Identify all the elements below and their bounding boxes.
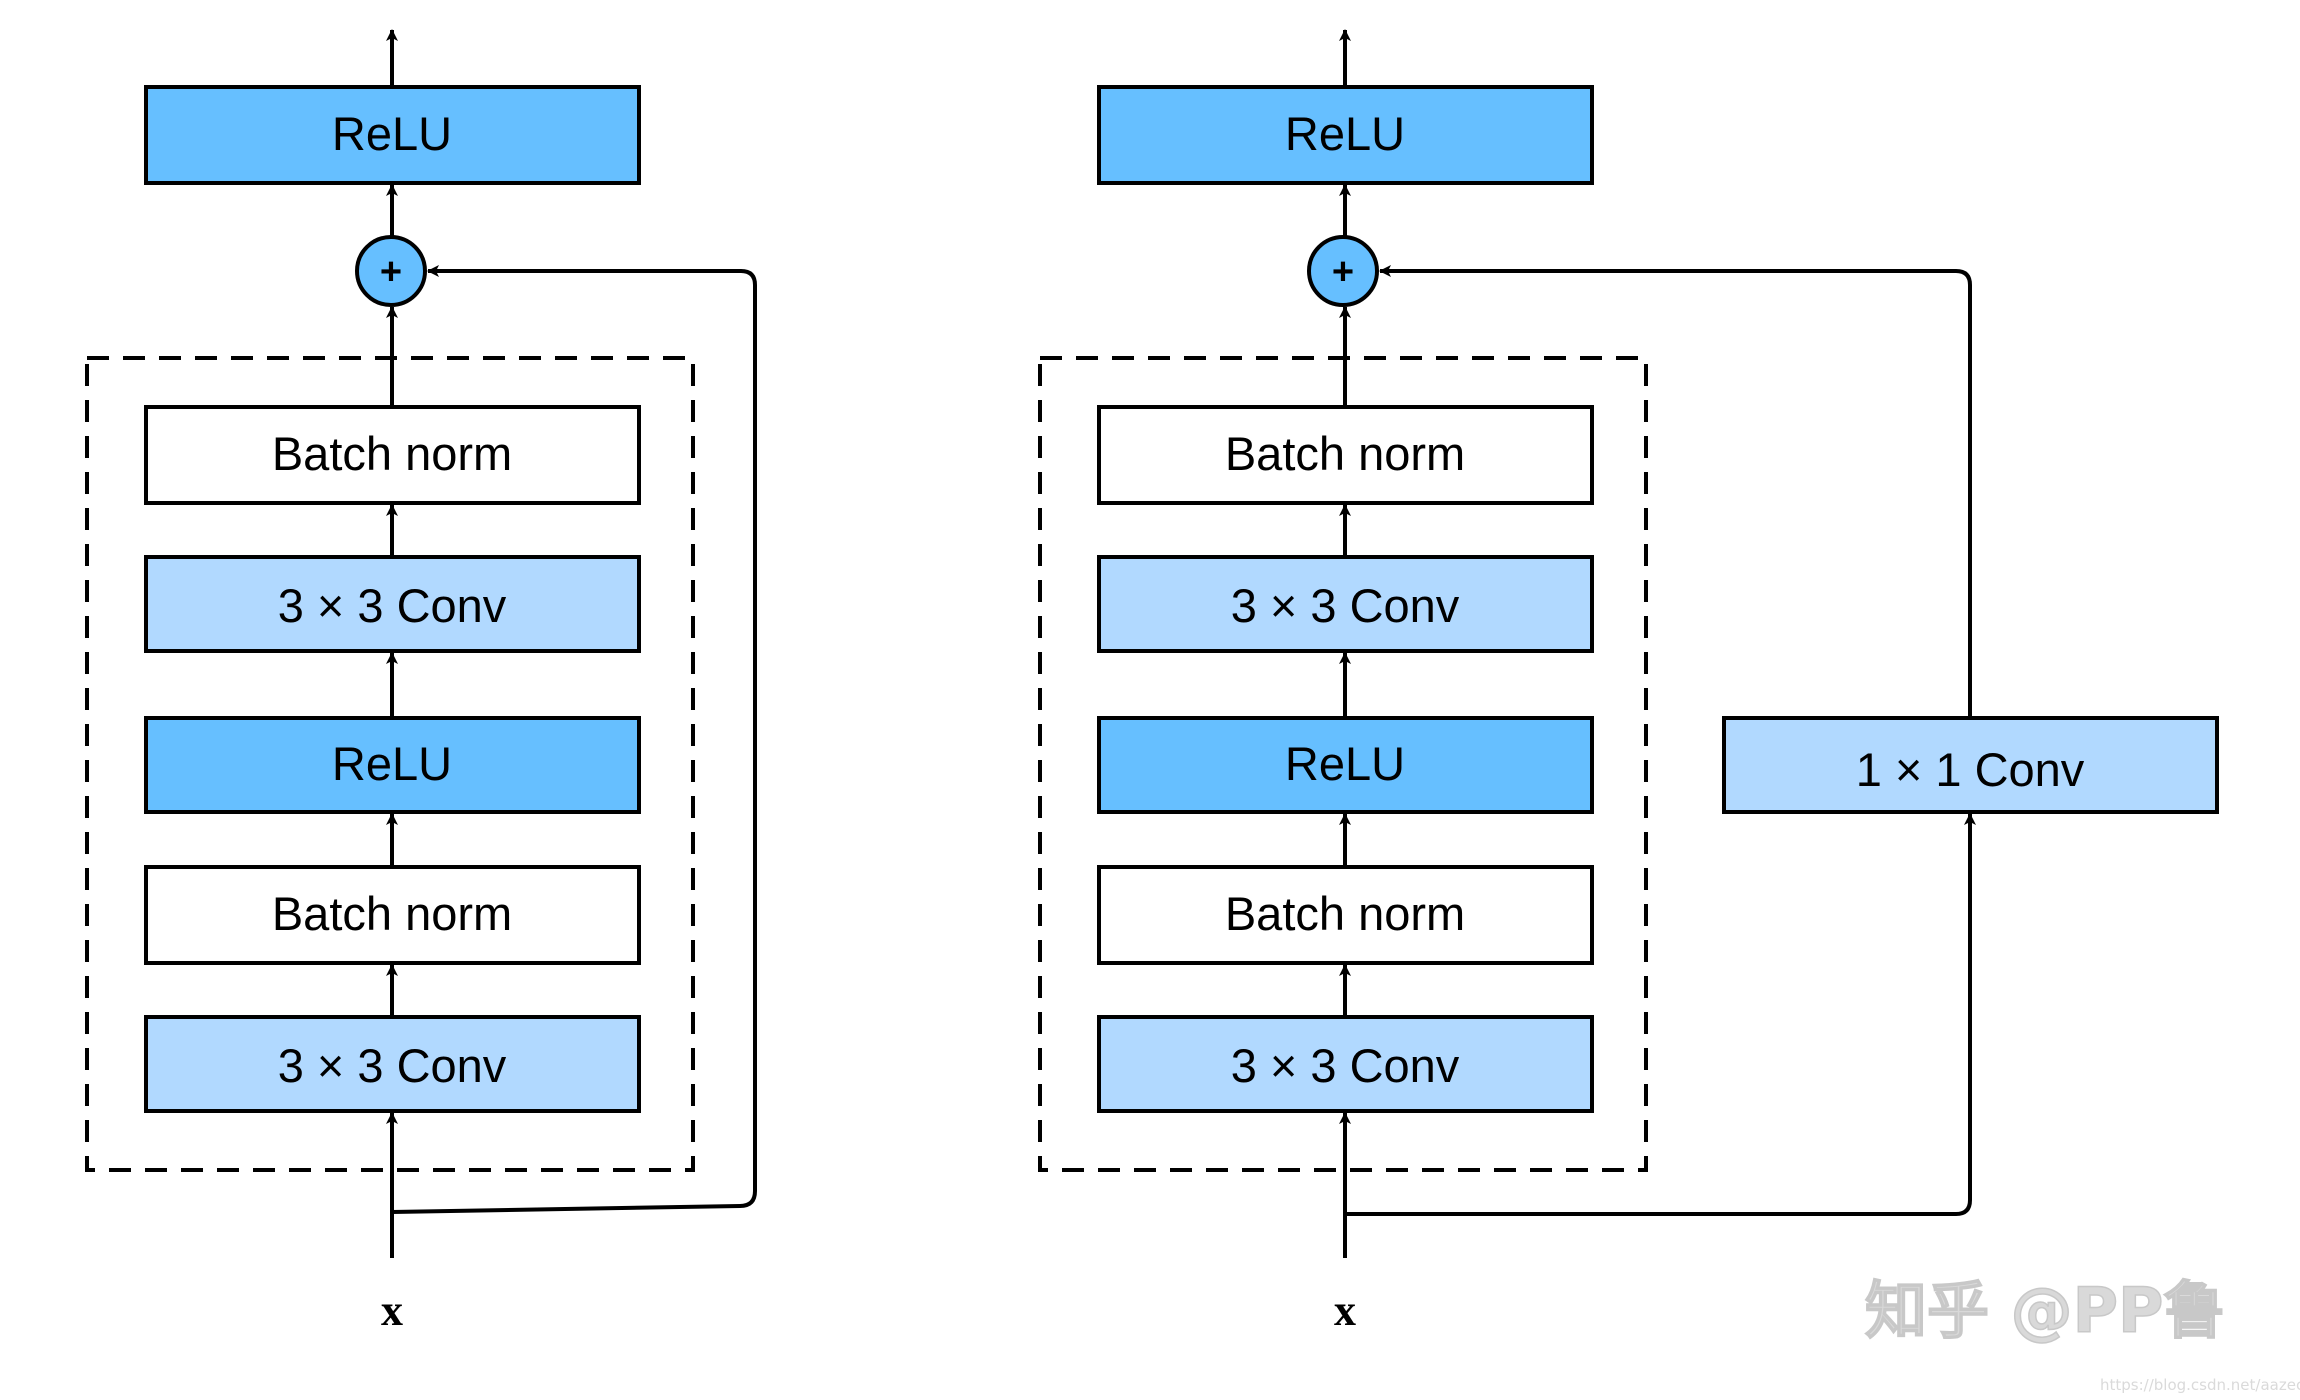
left-conv3x3-box-2: 3 × 3 Conv bbox=[144, 555, 641, 653]
left-conv3x3-1-label: 3 × 3 Conv bbox=[278, 1039, 507, 1092]
right-batchnorm-1-label: Batch norm bbox=[1225, 887, 1465, 940]
left-top-relu-box: ReLU bbox=[144, 85, 641, 185]
right-top-relu-label: ReLU bbox=[1285, 107, 1405, 160]
left-relu-box: ReLU bbox=[144, 716, 641, 814]
watermark-url: https://blog.csdn.net/aazeca bbox=[2100, 1376, 2300, 1394]
right-conv3x3-1-label: 3 × 3 Conv bbox=[1231, 1039, 1460, 1092]
left-conv3x3-2-label: 3 × 3 Conv bbox=[278, 579, 507, 632]
left-top-relu-label: ReLU bbox=[332, 107, 452, 160]
right-relu-box: ReLU bbox=[1097, 716, 1594, 814]
right-conv3x3-2-label: 3 × 3 Conv bbox=[1231, 579, 1460, 632]
right-conv1x1-label: 1 × 1 Conv bbox=[1856, 743, 2085, 796]
right-batchnorm-box-2: Batch norm bbox=[1097, 405, 1594, 505]
right-arrows bbox=[1339, 29, 1976, 1258]
right-input-x-label: x bbox=[1334, 1286, 1356, 1335]
right-shortcut-conv1x1-box: 1 × 1 Conv bbox=[1722, 716, 2219, 814]
left-input-x-label: x bbox=[381, 1286, 403, 1335]
left-adder-label: + bbox=[380, 251, 402, 293]
right-batchnorm-box-1: Batch norm bbox=[1097, 865, 1594, 965]
left-batchnorm-1-label: Batch norm bbox=[272, 887, 512, 940]
right-top-relu-box: ReLU bbox=[1097, 85, 1594, 185]
watermark-text: 知乎 @PP鲁 bbox=[1865, 1274, 2225, 1347]
right-adder-label: + bbox=[1332, 251, 1354, 293]
left-conv3x3-box-1: 3 × 3 Conv bbox=[144, 1015, 641, 1113]
right-conv3x3-box-2: 3 × 3 Conv bbox=[1097, 555, 1594, 653]
right-adder-node: + bbox=[1307, 235, 1379, 307]
left-relu-label: ReLU bbox=[332, 737, 452, 790]
left-arrows bbox=[386, 29, 757, 1258]
left-adder-node: + bbox=[355, 235, 427, 307]
left-batchnorm-box-2: Batch norm bbox=[144, 405, 641, 505]
left-batchnorm-2-label: Batch norm bbox=[272, 427, 512, 480]
right-relu-label: ReLU bbox=[1285, 737, 1405, 790]
right-batchnorm-2-label: Batch norm bbox=[1225, 427, 1465, 480]
right-residual-block: ReLU Batch norm 3 × 3 Conv ReLU Batch no… bbox=[1038, 29, 2219, 1335]
left-residual-block: ReLU Batch norm 3 × 3 Conv ReLU Batch no… bbox=[85, 29, 757, 1335]
right-conv3x3-box-1: 3 × 3 Conv bbox=[1097, 1015, 1594, 1113]
left-batchnorm-box-1: Batch norm bbox=[144, 865, 641, 965]
